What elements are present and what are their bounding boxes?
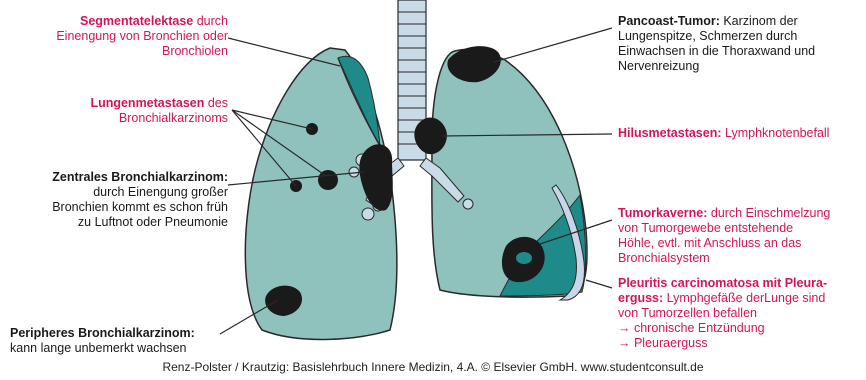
label-pancoast-title: Pancoast-Tumor: xyxy=(618,14,720,28)
label-pancoast-line4: Nervenreizung xyxy=(618,59,699,73)
label-kaverne-title: Tumorkaverne: xyxy=(618,206,707,220)
label-kaverne-line4: Bronchialsystem xyxy=(618,251,710,265)
label-kaverne-rest: durch Einschmelzung xyxy=(707,206,830,220)
label-pancoast: Pancoast-Tumor: Karzinom der Lungenspitz… xyxy=(618,14,858,74)
label-pleuritis-line5: → Pleuraerguss xyxy=(618,336,708,350)
cavern-hole xyxy=(516,252,532,264)
label-zentral-line4: zu Luftnot oder Pneumonie xyxy=(78,215,228,229)
label-hilus: Hilusmetastasen: Lymphknotenbefall xyxy=(618,126,863,141)
label-pleuritis-title2: erguss: xyxy=(618,291,663,305)
label-kaverne-line3: Höhle, evtl. mit Anschluss an das xyxy=(618,236,801,250)
label-peripher-title: Peripheres Bronchialkarzinom: xyxy=(10,326,195,340)
label-metastasen-title: Lungenmetastasen xyxy=(90,96,204,110)
label-zentral-line3: Bronchien kommt es schon früh xyxy=(52,200,228,214)
label-zentral: Zentrales Bronchialkarzinom: durch Einen… xyxy=(10,170,228,230)
label-hilus-title: Hilusmetastasen: xyxy=(618,126,722,140)
label-kaverne-line2: von Tumorgewebe entstehende xyxy=(618,221,793,235)
label-pleuritis-line4: → chronische Entzündung xyxy=(618,321,765,335)
label-pleuritis-line3: von Tumorzellen befallen xyxy=(618,306,757,320)
label-pleuritis-rest: Lymphgefäße derLunge sind xyxy=(663,291,825,305)
label-metastasen: Lungenmetastasen des Bronchialkarzinoms xyxy=(10,96,228,126)
label-hilus-rest: Lymphknotenbefall xyxy=(722,126,830,140)
label-metastasen-line2: Bronchialkarzinoms xyxy=(119,111,228,125)
label-segment-line3: Bronchiolen xyxy=(162,44,228,58)
label-peripher: Peripheres Bronchialkarzinom: kann lange… xyxy=(10,326,250,356)
label-pancoast-line2: Lungenspitze, Schmerzen durch xyxy=(618,29,797,43)
label-zentral-title: Zentrales Bronchialkarzinom: xyxy=(52,170,228,184)
label-kaverne: Tumorkaverne: durch Einschmelzung von Tu… xyxy=(618,206,863,266)
label-zentral-line2: durch Einengung großer xyxy=(93,185,228,199)
label-segment-rest: durch xyxy=(193,14,228,28)
label-segment-line2: Einengung von Bronchien oder xyxy=(56,29,228,43)
caption: Renz-Polster / Krautzig: Basislehrbuch I… xyxy=(0,360,866,374)
label-pleuritis: Pleuritis carcinomatosa mit Pleura- ergu… xyxy=(618,276,863,351)
label-pancoast-line3: Einwachsen in die Thoraxwand und xyxy=(618,44,815,58)
label-pancoast-rest: Karzinom der xyxy=(720,14,798,28)
label-pleuritis-title: Pleuritis carcinomatosa mit Pleura- xyxy=(618,276,827,290)
label-peripher-line2: kann lange unbemerkt wachsen xyxy=(10,341,187,355)
label-metastasen-rest: des xyxy=(204,96,228,110)
label-segment-title: Segmentatelektase xyxy=(80,14,193,28)
label-segment: Segmentatelektase durch Einengung von Br… xyxy=(10,14,228,59)
